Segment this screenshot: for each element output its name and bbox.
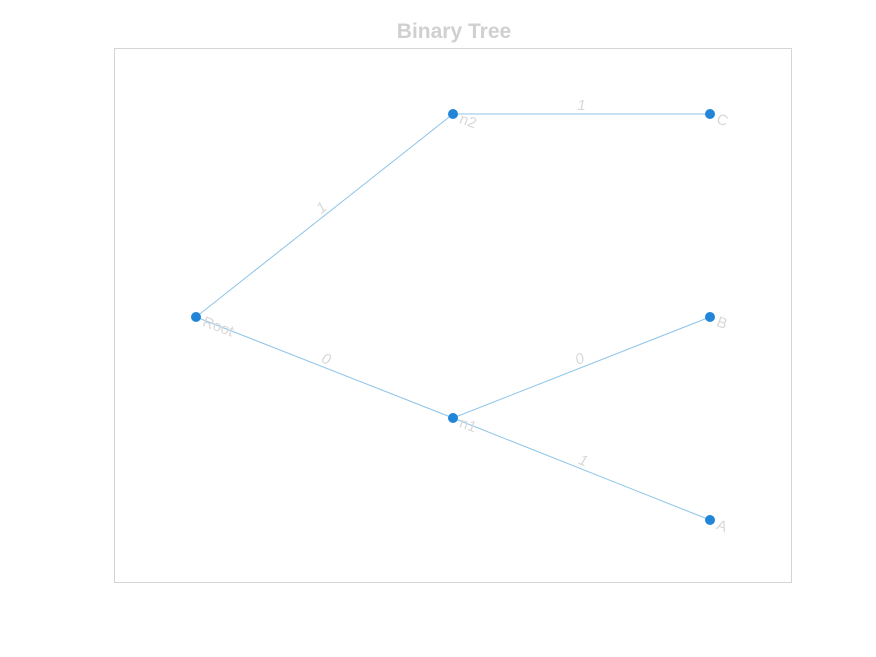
edges-group: 1 0 1 0 1 <box>195 97 711 521</box>
node-label-n2: n2 <box>457 111 478 133</box>
edge-root-n1 <box>195 316 454 419</box>
edge-n1-a <box>452 417 711 521</box>
node-c <box>705 109 715 119</box>
node-label-root: Root <box>200 314 236 341</box>
node-label-c: C <box>714 111 730 131</box>
edge-label-root-n2: 1 <box>313 199 330 218</box>
node-a <box>705 515 715 525</box>
edge-n1-b <box>452 316 711 419</box>
edge-label-n1-b: 0 <box>573 350 588 369</box>
plot-frame <box>114 48 792 583</box>
node-n1 <box>448 413 458 423</box>
node-root <box>191 312 201 322</box>
nodes-group: Root n2 n1 C B A <box>191 109 730 536</box>
node-n2 <box>448 109 458 119</box>
node-b <box>705 312 715 322</box>
edge-label-root-n1: 0 <box>319 350 334 369</box>
node-label-n1: n1 <box>457 415 478 437</box>
node-label-b: B <box>714 314 729 333</box>
edge-label-n2-c: 1 <box>577 97 585 114</box>
edge-label-n1-a: 1 <box>576 451 590 470</box>
diagram-title: Binary Tree <box>396 20 512 43</box>
node-label-a: A <box>714 517 729 536</box>
edge-root-n2 <box>195 113 454 318</box>
